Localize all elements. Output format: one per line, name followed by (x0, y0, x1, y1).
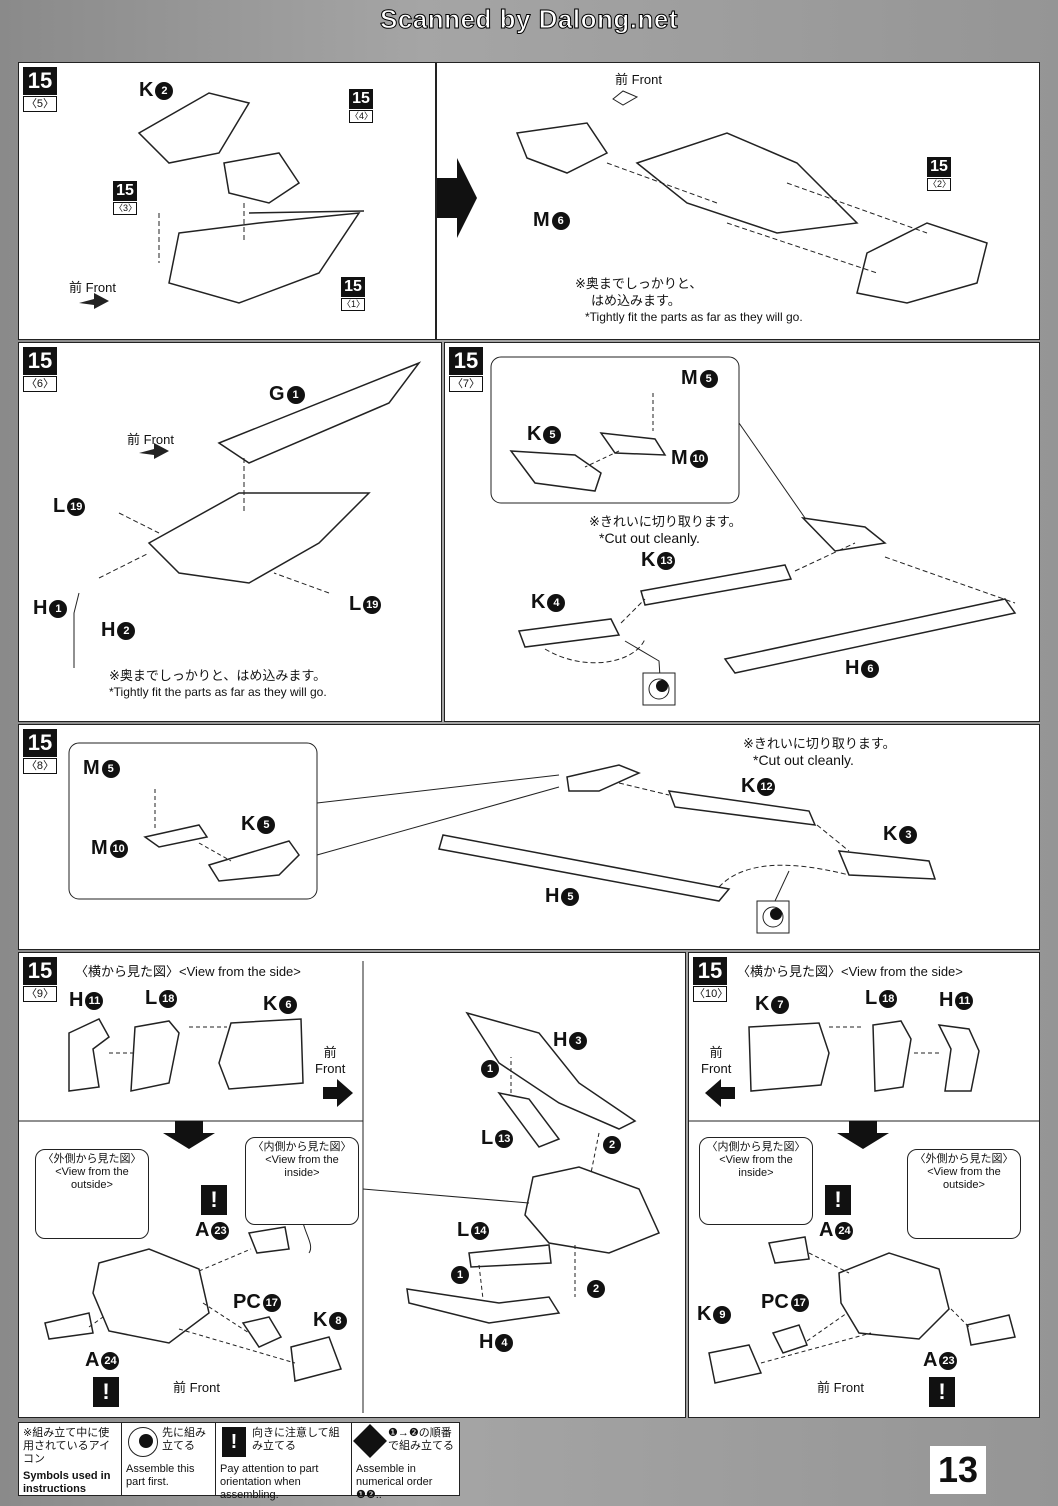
ref-15-2: 15〈2〉 (927, 157, 952, 191)
assembly-drawing-15-8 (68, 742, 937, 934)
numerical-order-icon (353, 1424, 387, 1458)
ref-15-1: 15〈1〉 (341, 277, 366, 311)
watermark: Scanned by Dalong.net (380, 4, 679, 35)
ref-15-3: 15〈3〉 (113, 181, 138, 215)
front-label: 前 Front (69, 280, 116, 295)
tight-fit-note: ※奥までしっかりと、はめ込みます。*Tightly fit the parts … (109, 668, 327, 699)
order-2-label: 2 (585, 1277, 605, 1300)
assembly-drawing-15-10 (689, 1020, 1039, 1384)
orientation-warning-icon: ! (222, 1427, 246, 1457)
order-2-label: 2 (601, 1133, 621, 1156)
legend-orientation: ! 向きに注意して組み立てる Pay attention to part ori… (215, 1423, 352, 1501)
order-1-label: 1 (479, 1057, 499, 1080)
legend-numerical-order: ❶→❷の順番で組み立てる Assemble in numerical order… (351, 1423, 460, 1501)
step-badge: 15〈9〉 (23, 957, 57, 1002)
step-badge: 15〈10〉 (693, 957, 729, 1002)
view-from-side-label: 〈横から見た図〉<View from the side> (737, 964, 963, 979)
step-15-9-panel: 15〈9〉 (18, 952, 686, 1418)
step-badge: 15〈5〉 (23, 67, 57, 112)
cut-cleanly-note: ※きれいに切り取ります。*Cut out cleanly. (589, 514, 742, 546)
inside-view-bubble: 〈内側から見た図〉<View from the inside> (699, 1137, 813, 1225)
page-number: 13 (930, 1446, 986, 1494)
step-badge: 15〈7〉 (449, 347, 483, 392)
order-1-label: 1 (449, 1263, 469, 1286)
assembly-drawing-15-5 (79, 92, 365, 309)
assemble-first-icon (128, 1427, 158, 1457)
assembly-drawing-15-5-result (437, 90, 988, 304)
legend-assemble-first: 先に組み立てる Assemble this part first. (121, 1423, 216, 1495)
front-label: 前 Front (615, 72, 662, 87)
orientation-warning-icon: ! (201, 1185, 227, 1215)
orientation-warning-icon: ! (825, 1185, 851, 1215)
symbols-legend: ※組み立て中に使用されているアイコン Symbols used in instr… (18, 1422, 460, 1501)
assembly-drawing-15-7 (490, 356, 1017, 706)
front-label: 前 Front (817, 1380, 864, 1395)
front-label: 前 Front (127, 432, 174, 447)
outside-view-bubble: 〈外側から見た図〉<View from the outside> (907, 1149, 1021, 1239)
step-badge: 15〈8〉 (23, 729, 57, 774)
step-badge: 15〈6〉 (23, 347, 57, 392)
orientation-warning-icon: ! (93, 1377, 119, 1407)
outside-view-bubble: 〈外側から見た図〉<View from the outside> (35, 1149, 149, 1239)
view-from-side-label: 〈横から見た図〉<View from the side> (75, 964, 301, 979)
assembly-drawing-15-6 (73, 361, 422, 668)
assembly-drawing-15-9 (19, 961, 661, 1413)
tight-fit-note: ※奥までしっかりと、はめ込みます。*Tightly fit the parts … (575, 276, 803, 324)
cut-cleanly-note: ※きれいに切り取ります。*Cut out cleanly. (743, 736, 896, 768)
front-label: 前 Front (173, 1380, 220, 1395)
inside-view-bubble: 〈内側から見た図〉<View from the inside> (245, 1137, 359, 1225)
ref-15-4: 15〈4〉 (349, 89, 374, 123)
orientation-warning-icon: ! (929, 1377, 955, 1407)
